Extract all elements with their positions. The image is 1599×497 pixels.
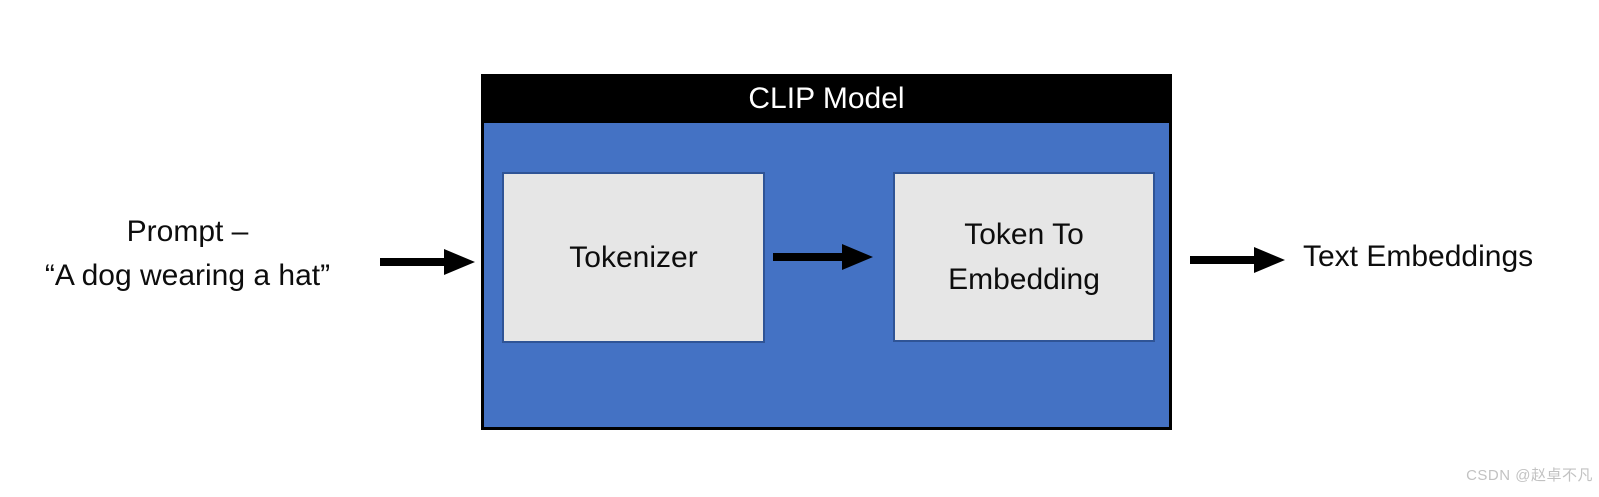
- arrow-right-icon: [1190, 247, 1285, 273]
- clip-model-header: CLIP Model: [481, 74, 1172, 123]
- watermark: CSDN @赵卓不凡: [1466, 467, 1593, 484]
- prompt-line2: “A dog wearing a hat”: [44, 259, 331, 292]
- arrow-right-icon: [380, 249, 475, 275]
- prompt-line1: Prompt –: [126, 215, 249, 248]
- prompt-label: Prompt – “A dog wearing a hat”: [10, 210, 365, 298]
- token-to-embedding-node: Token To Embedding: [893, 172, 1155, 342]
- tokenizer-label: Tokenizer: [569, 241, 698, 274]
- clip-model-title: CLIP Model: [748, 81, 905, 115]
- tokenizer-node: Tokenizer: [502, 172, 765, 343]
- text-embeddings-label: Text Embeddings: [1303, 240, 1534, 273]
- arrow-right-icon: [773, 244, 873, 270]
- token-to-embedding-line2: Embedding: [948, 263, 1100, 296]
- token-to-embedding-line1: Token To: [964, 218, 1084, 251]
